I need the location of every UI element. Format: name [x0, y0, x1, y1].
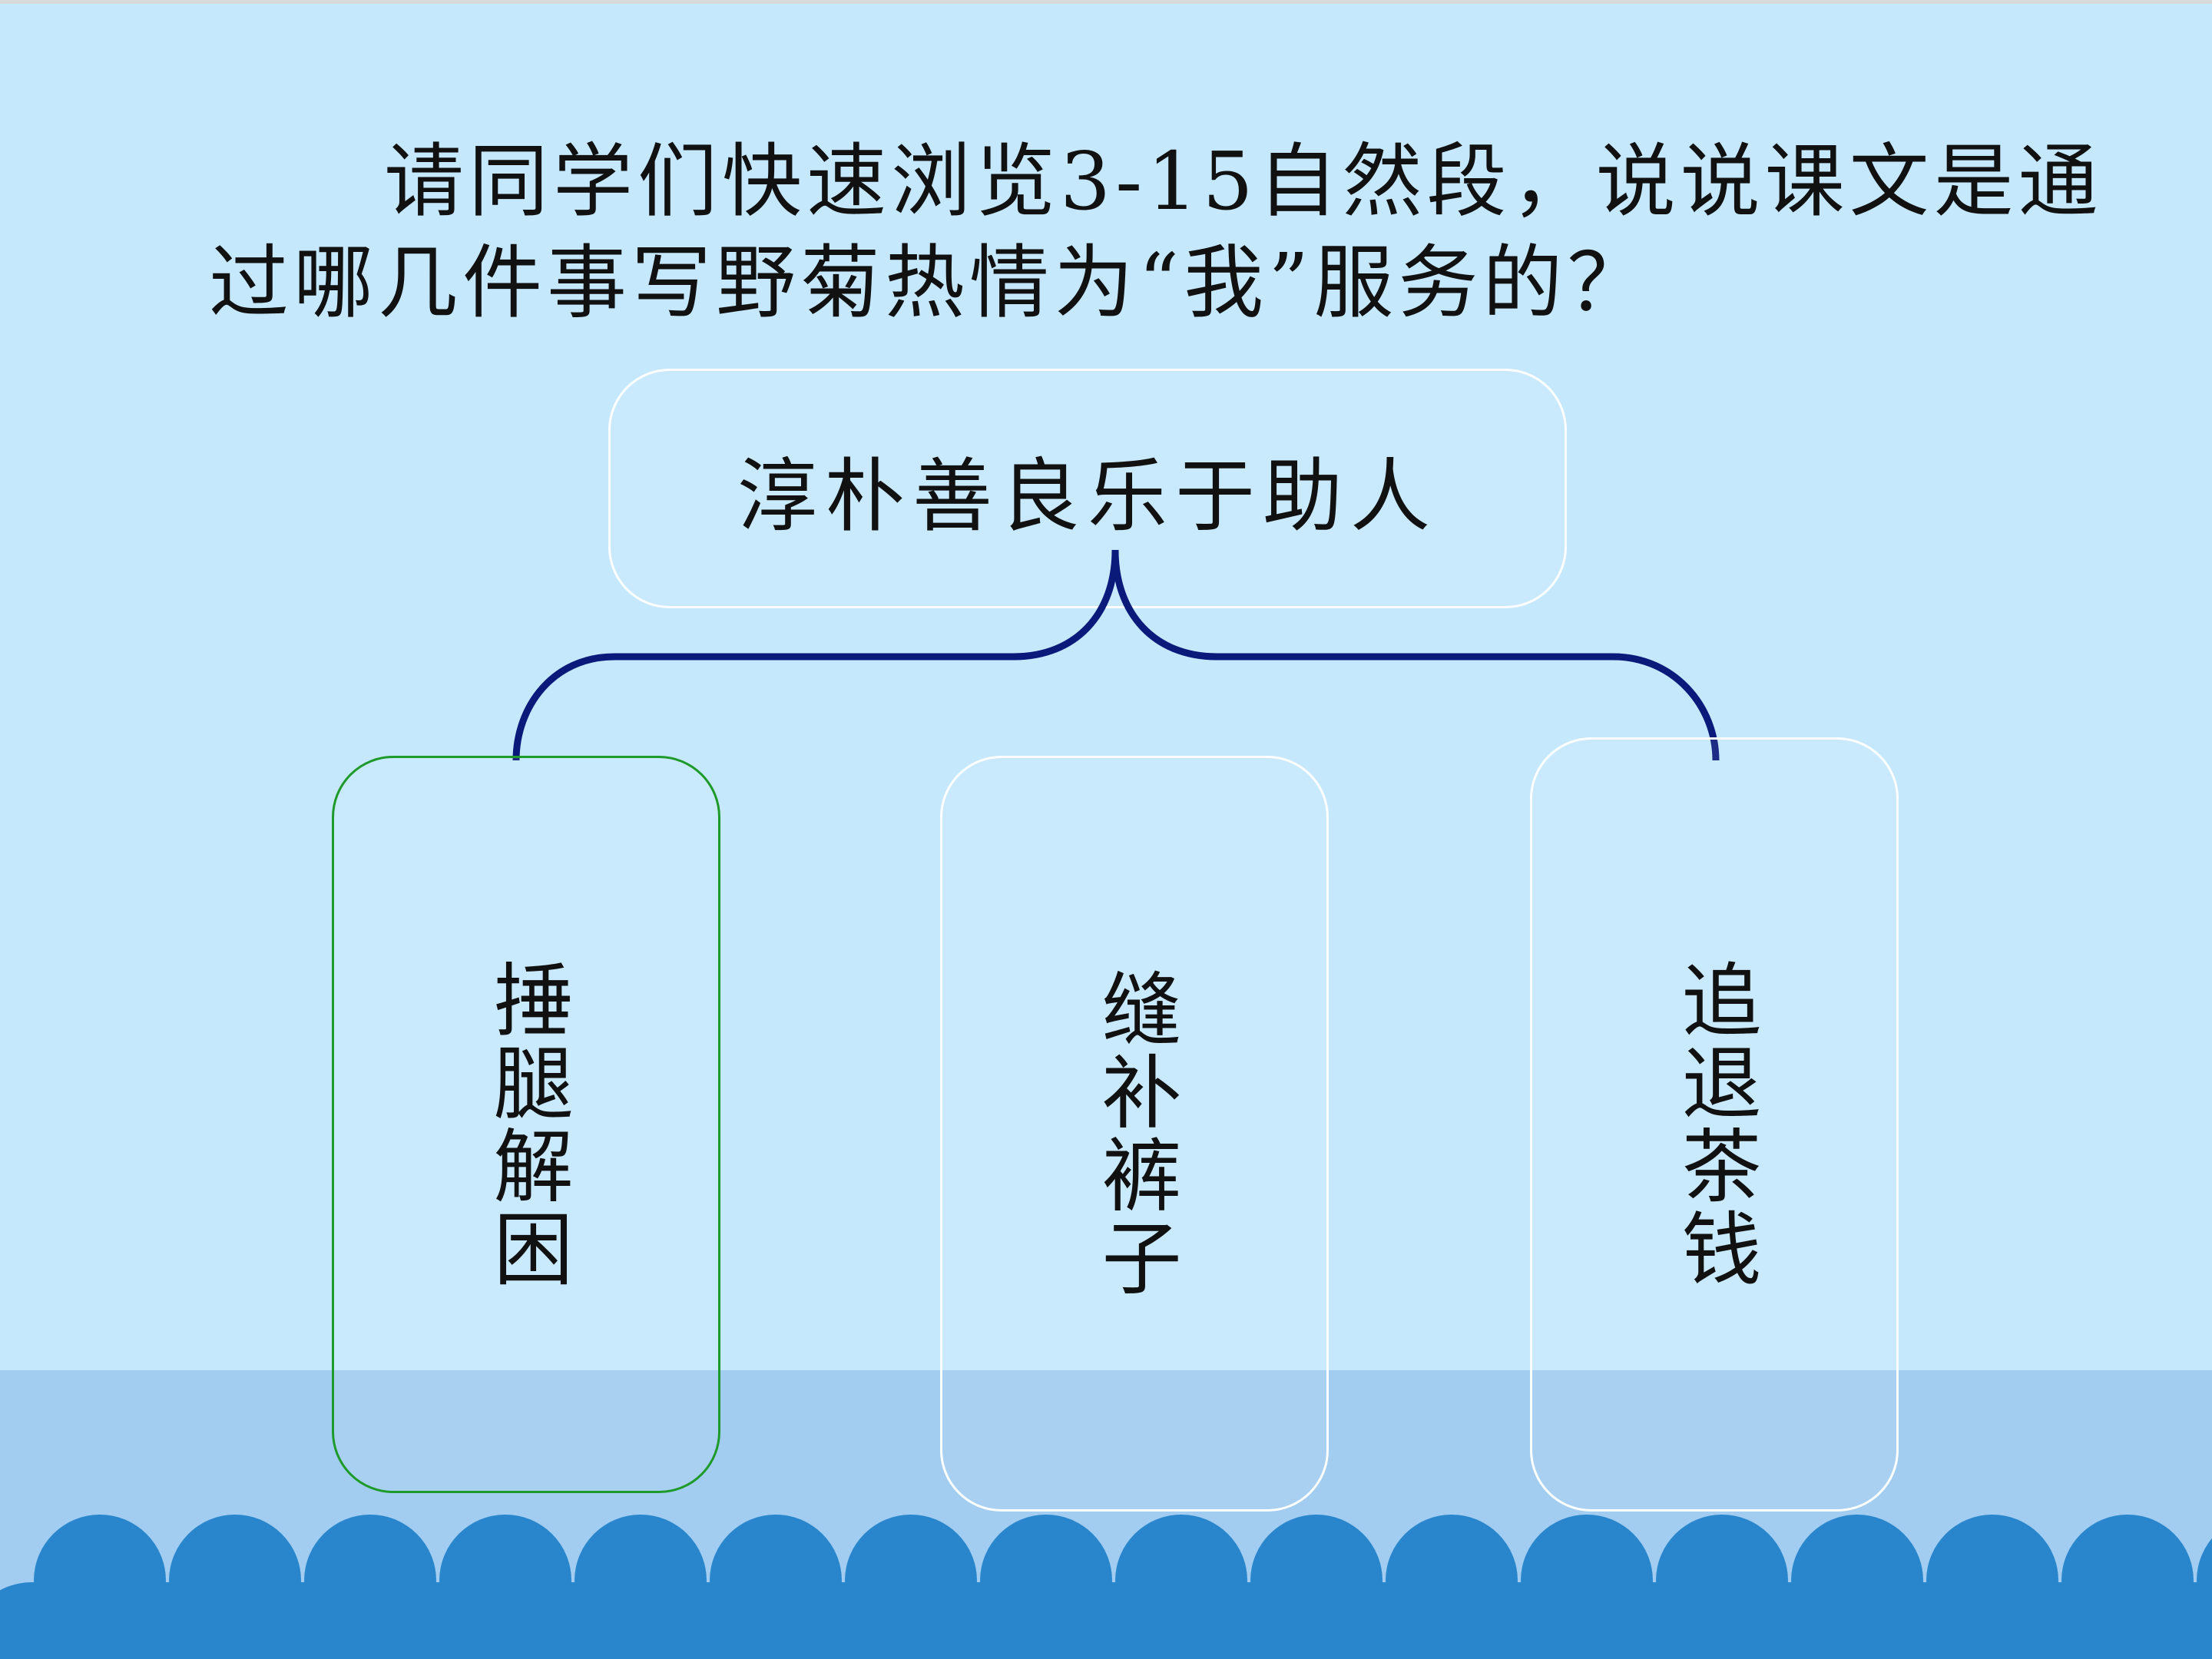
wave-scallop: [0, 1582, 101, 1659]
child-node-1-label: 捶腿解困: [479, 959, 573, 1290]
child-node-2-label: 缝补裤子: [1088, 968, 1181, 1300]
wave-scallop: [1720, 1582, 1859, 1659]
child-node-3-label: 追退茶钱: [1667, 959, 1761, 1290]
wave-scallop: [1856, 1582, 1994, 1659]
wave-scallop: [1045, 1582, 1183, 1659]
wave-scallop: [1180, 1582, 1318, 1659]
wave-base: [0, 1644, 2212, 1659]
wave-scallop: [504, 1582, 642, 1659]
wave-scallop: [1450, 1582, 1588, 1659]
wave-scallop: [639, 1582, 777, 1659]
child-node-2[interactable]: 缝补裤子: [940, 756, 1329, 1512]
child-node-1[interactable]: 捶腿解困: [332, 756, 720, 1493]
wave-scallop: [1991, 1582, 2129, 1659]
wave-scallop: [909, 1582, 1048, 1659]
root-node-label: 淳朴善良乐于助人: [737, 449, 1438, 543]
wave-scallop: [2126, 1582, 2212, 1659]
wave-scallop: [369, 1582, 507, 1659]
root-node[interactable]: 淳朴善良乐于助人: [608, 369, 1567, 608]
question-text: 请同学们快速浏览3-15自然段，说说课文是通过哪几件事写野菊热情为“我”服务的？: [209, 134, 2103, 329]
wave-scallop: [233, 1582, 372, 1659]
wave-scallop: [1315, 1582, 1453, 1659]
child-node-3[interactable]: 追退茶钱: [1530, 737, 1899, 1512]
wave-scallop: [98, 1582, 237, 1659]
slide-top-edge: [0, 0, 2212, 4]
wave-scallop: [774, 1582, 912, 1659]
wave-scallop: [1585, 1582, 1724, 1659]
